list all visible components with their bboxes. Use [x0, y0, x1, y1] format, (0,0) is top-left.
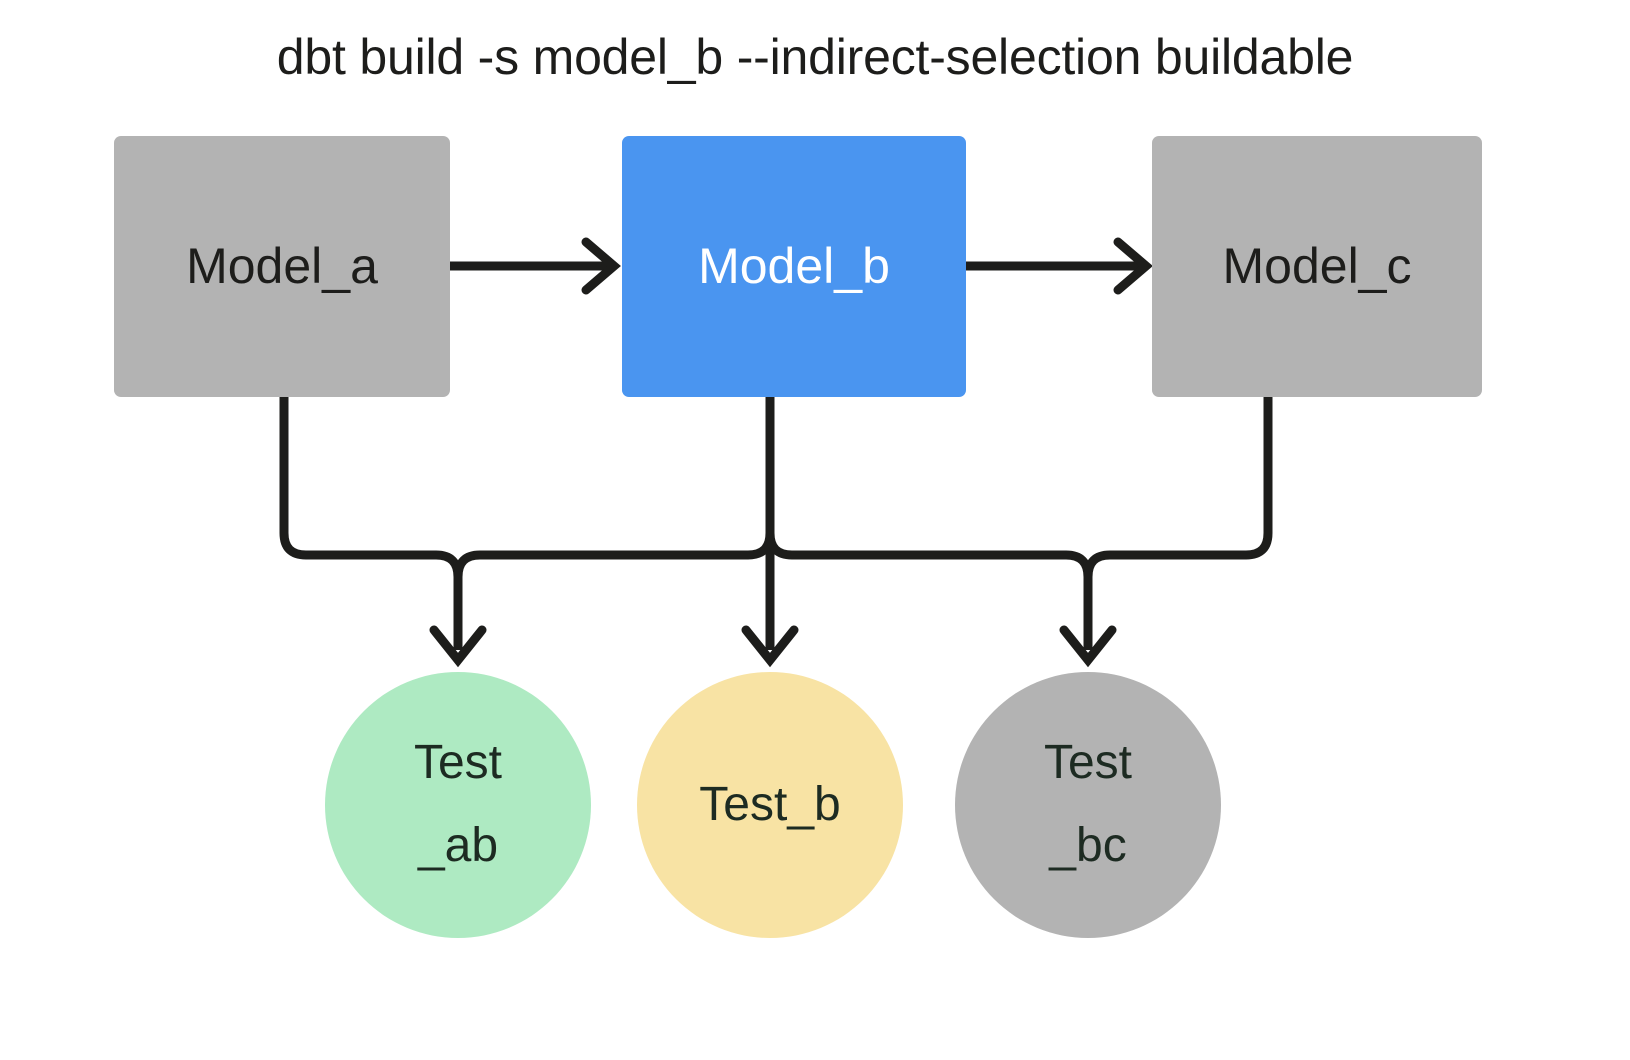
arrowhead-icon	[1113, 237, 1153, 295]
edge-line	[453, 397, 775, 578]
edge-model-b-to-model-c	[966, 237, 1153, 295]
node-test-ab-label-line2: _ab	[417, 819, 499, 872]
edge-line	[279, 397, 463, 650]
arrowhead-icon	[429, 625, 487, 668]
node-model-c-label: Model_c	[1222, 238, 1412, 295]
node-test-bc-label-line2: _bc	[1049, 819, 1127, 872]
edge-line	[765, 532, 1093, 650]
arrowhead-icon	[741, 625, 799, 668]
node-test-bc-label-line1: Test	[1043, 736, 1133, 790]
edge-model-b-to-test-bc	[765, 532, 1117, 668]
page-title: dbt build -s model_b --indirect-selectio…	[276, 29, 1354, 85]
node-model-b[interactable]: Model_b	[622, 136, 966, 397]
node-model-a[interactable]: Model_a	[114, 136, 450, 397]
node-test-bc[interactable]: Test _bc	[955, 672, 1221, 938]
edge-model-c-to-test-bc	[1083, 397, 1273, 578]
arrowhead-icon	[1059, 625, 1117, 668]
node-test-ab-label-line1: Test	[413, 736, 503, 790]
node-model-c[interactable]: Model_c	[1152, 136, 1482, 397]
node-model-b-label: Model_b	[698, 238, 890, 295]
node-test-b-label-line1: Test_b	[699, 777, 841, 831]
edge-model-a-to-test-ab	[279, 397, 487, 668]
node-model-a-label: Model_a	[186, 238, 378, 295]
node-test-b[interactable]: Test_b	[637, 672, 903, 938]
edge-model-a-to-model-b	[450, 237, 621, 295]
edge-line	[1083, 397, 1273, 578]
arrowhead-icon	[581, 237, 621, 295]
edge-model-b-to-test-b	[741, 397, 799, 668]
node-test-ab[interactable]: Test _ab	[325, 672, 591, 938]
edge-model-b-to-test-ab	[453, 397, 775, 578]
